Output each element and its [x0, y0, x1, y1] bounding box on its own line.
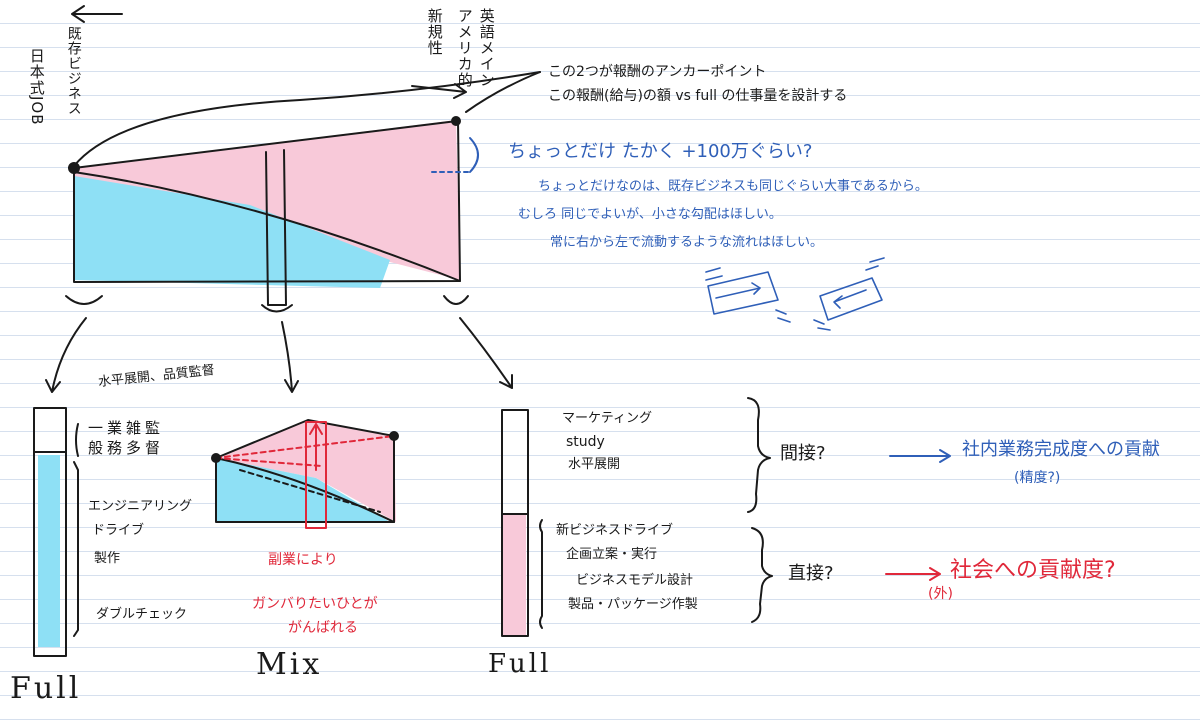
anchor-point-left: [68, 162, 80, 174]
brace-indirect: [747, 397, 771, 513]
full-right-column: [501, 409, 529, 637]
indirect-target: 社内業務完成度への貢献: [962, 439, 1160, 460]
upper-line: [73, 120, 458, 169]
big-arc: [73, 71, 541, 167]
mix-point-left: [211, 453, 221, 463]
plan-label: 企画立案・実行: [566, 547, 658, 562]
brace-direct: [751, 527, 773, 623]
general-tasks-row-1: 一業雑監: [88, 419, 165, 437]
indirect-sub: (精度?): [1014, 470, 1061, 486]
new-biz-label: 新ビジネスドライブ: [556, 523, 674, 538]
anchor-note: この2つが報酬のアンカーポイント: [548, 64, 767, 80]
mix-diagonal: [215, 457, 395, 523]
cyan-area: [74, 176, 390, 288]
raise-note: ちょっとだけ たかく +100万ぐらい?: [508, 141, 813, 162]
mix-red-dash-2: [215, 457, 323, 467]
japanese-job-label: 日本式JOB: [27, 48, 46, 126]
mix-note-2: ガンバりたいひとが: [252, 596, 378, 612]
full-right-label: Full: [488, 649, 552, 679]
full-left-cyan: [38, 455, 60, 647]
brace-left: [65, 295, 103, 305]
full-right-bracket: [539, 519, 543, 629]
engineering-label: エンジニアリング: [88, 499, 193, 514]
brace-right: [443, 295, 469, 305]
mix-label: Mix: [256, 647, 323, 682]
study-label: study: [566, 434, 605, 450]
anchor-point-right: [451, 116, 461, 126]
direct-sub: (外): [928, 586, 953, 602]
arrow-down-mid: [281, 321, 299, 393]
mix-frame: [215, 419, 395, 523]
raise-bracket: [469, 137, 479, 173]
full-right-pink: [502, 514, 526, 636]
direct-question: 直接?: [788, 563, 834, 584]
mix-note-1: 副業により: [268, 552, 338, 568]
flow-boxes: [705, 257, 885, 331]
arrow-indirect: [889, 449, 951, 463]
full-left-column: [33, 407, 67, 657]
direct-target: 社会への貢献度?: [950, 558, 1116, 583]
anchor-pointer: [465, 71, 541, 113]
mix-point-right: [389, 431, 399, 441]
right-arrow: [411, 83, 467, 99]
blue-note-2: むしろ 同じでよいが、小さな勾配はほしい。: [518, 207, 782, 222]
left-arrow: [71, 5, 123, 23]
mix-note-3: がんばれる: [288, 620, 358, 636]
double-check-label: ダブルチェック: [96, 607, 188, 622]
indirect-question: 間接?: [780, 443, 826, 464]
arrow-direct: [885, 567, 941, 581]
make-label: 製作: [94, 551, 121, 566]
english-main-label: 英語メイン: [477, 8, 496, 88]
design-note: この報酬(給与)の額 vs full の仕事量を設計する: [548, 88, 848, 104]
mix-column: [265, 149, 287, 306]
blue-note-3: 常に右から左で流動するような流れはほしい。: [550, 235, 824, 250]
arrow-down-right: [459, 317, 513, 389]
full-left-bracket: [73, 423, 79, 637]
horizontal-label: 水平展開: [568, 457, 621, 472]
drive-label: ドライブ: [92, 523, 145, 538]
arrow-down-left: [45, 317, 87, 393]
model-label: ビジネスモデル設計: [576, 573, 694, 588]
mix-red-arrow: [309, 423, 323, 471]
mix-black-dash: [239, 469, 381, 513]
diagonal-line: [73, 171, 461, 282]
american-label: アメリカ的: [455, 8, 474, 88]
brace-mid: [261, 304, 293, 313]
mix-cyan: [216, 458, 390, 522]
marketing-label: マーケティング: [562, 411, 652, 426]
blue-note-1: ちょっとだけなのは、既存ビジネスも同じぐらい大事であるから。: [538, 179, 928, 194]
new-label: 新規性: [425, 8, 444, 56]
general-tasks-row-2: 般務多督: [88, 439, 165, 457]
existing-business-label: 既存ビジネス: [65, 26, 82, 116]
product-label: 製品・パッケージ作製: [568, 597, 698, 612]
full-left-label: Full: [10, 671, 82, 706]
mix-red-column: [305, 421, 327, 529]
